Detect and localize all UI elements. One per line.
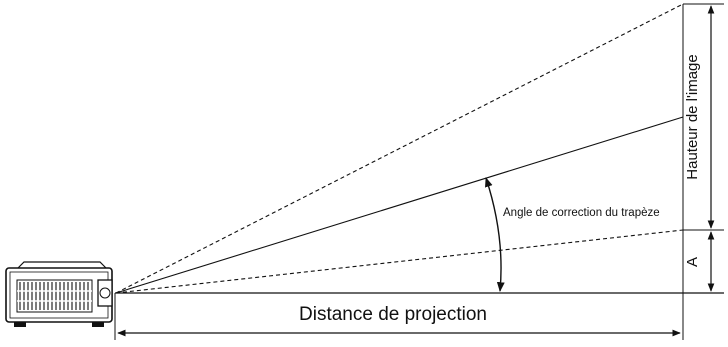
projection-distance-label: Distance de projection: [299, 304, 487, 325]
projector-icon: [5, 261, 113, 327]
angle-arc-arrow: [485, 177, 505, 292]
lower-ray: [115, 229, 684, 294]
upper-ray: [115, 3, 684, 294]
center-ray: [115, 116, 684, 294]
offset-label: A: [684, 257, 701, 267]
keystone-angle-label: Angle de correction du trapèze: [503, 207, 660, 219]
image-height-label: Hauteur de l'image: [684, 54, 701, 179]
